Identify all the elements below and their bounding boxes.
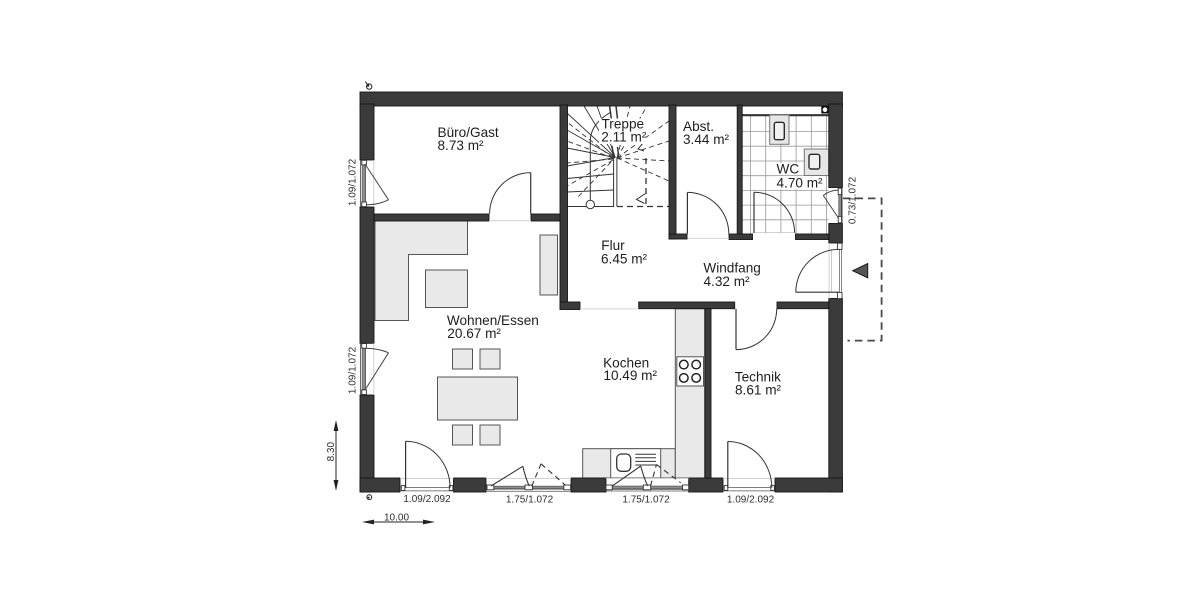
svg-text:0.73/1.072: 0.73/1.072 bbox=[847, 176, 858, 224]
svg-text:Büro/Gast: Büro/Gast bbox=[438, 125, 499, 140]
svg-text:Treppe: Treppe bbox=[602, 117, 645, 132]
svg-text:2.11 m²: 2.11 m² bbox=[601, 130, 647, 145]
svg-text:Windfang: Windfang bbox=[703, 260, 760, 275]
svg-text:1.09/2.092: 1.09/2.092 bbox=[403, 494, 451, 505]
svg-text:8.61 m²: 8.61 m² bbox=[735, 382, 782, 397]
svg-text:1.09/1.072: 1.09/1.072 bbox=[347, 158, 358, 206]
svg-text:4.32 m²: 4.32 m² bbox=[704, 274, 751, 289]
svg-text:Kochen: Kochen bbox=[603, 355, 649, 370]
svg-text:8.73 m²: 8.73 m² bbox=[438, 138, 485, 153]
svg-text:Abst.: Abst. bbox=[683, 119, 714, 134]
svg-text:3.44 m²: 3.44 m² bbox=[683, 132, 730, 147]
svg-text:Wohnen/Essen: Wohnen/Essen bbox=[447, 313, 539, 328]
svg-text:Technik: Technik bbox=[735, 369, 781, 384]
svg-text:1.75/1.072: 1.75/1.072 bbox=[506, 494, 554, 505]
svg-text:1.09/2.092: 1.09/2.092 bbox=[727, 494, 775, 505]
svg-text:6.45 m²: 6.45 m² bbox=[601, 252, 648, 267]
svg-text:Flur: Flur bbox=[601, 238, 625, 253]
svg-text:10.49 m²: 10.49 m² bbox=[603, 368, 657, 383]
svg-text:10.00: 10.00 bbox=[384, 513, 409, 524]
svg-text:4.70 m²: 4.70 m² bbox=[777, 176, 824, 191]
svg-text:1.09/1.072: 1.09/1.072 bbox=[347, 346, 358, 394]
svg-text:8.30: 8.30 bbox=[326, 442, 337, 462]
svg-text:WC: WC bbox=[777, 162, 800, 177]
svg-text:20.67 m²: 20.67 m² bbox=[447, 326, 501, 341]
svg-text:1.75/1.072: 1.75/1.072 bbox=[622, 494, 670, 505]
